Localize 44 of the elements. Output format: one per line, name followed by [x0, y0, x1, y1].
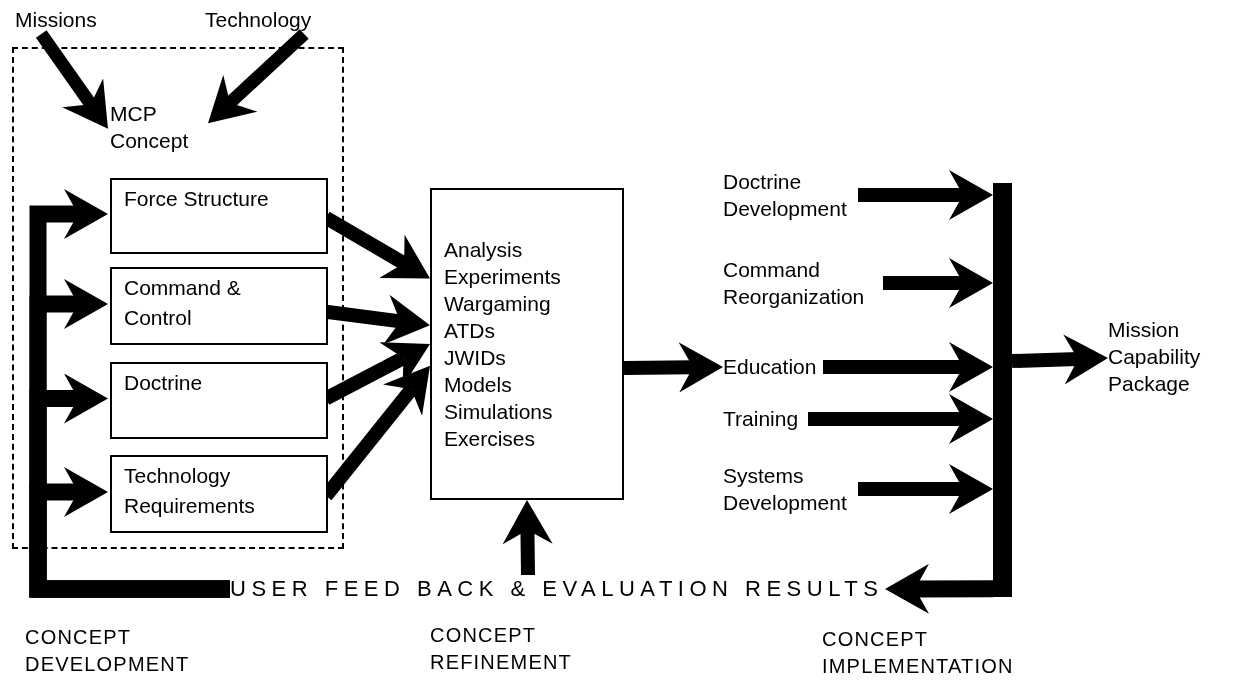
process-box — [110, 267, 328, 345]
flow-label: Technology — [205, 6, 365, 34]
arrow — [208, 29, 309, 124]
flow-label: Command Reorganization — [723, 256, 883, 310]
process-box — [110, 455, 328, 533]
method-item: Analysis — [444, 237, 524, 263]
dashed-group-box — [12, 47, 344, 549]
method-item: ATDs — [444, 318, 496, 344]
stage-label: CONCEPT IMPLEMENTATION — [822, 627, 1015, 679]
flow-label: Training — [723, 405, 808, 433]
box-label: Force Structure — [124, 186, 270, 212]
method-item: Simulations — [444, 399, 554, 425]
flow-label: Missions — [15, 6, 120, 34]
process-box — [110, 178, 328, 254]
flow-label: USER FEED BACK & EVALUATION RESULTS — [230, 575, 885, 603]
box-label: Technology Requirements — [124, 463, 256, 519]
stage-label: CONCEPT REFINEMENT — [430, 623, 573, 675]
arrow — [858, 464, 993, 514]
arrow — [885, 563, 994, 614]
process-box — [110, 362, 328, 439]
junction-bar — [993, 183, 1012, 597]
method-item: JWIDs — [444, 345, 507, 371]
stage-label: CONCEPT DEVELOPMENT — [25, 625, 191, 677]
box-label: Doctrine — [124, 370, 204, 396]
method-item: Exercises — [444, 426, 537, 452]
arrow — [502, 500, 553, 576]
flow-label: Education — [723, 353, 823, 381]
method-box — [430, 188, 624, 500]
method-item: Wargaming — [444, 291, 552, 317]
flow-label: MCP Concept — [110, 100, 210, 156]
arrow — [858, 170, 993, 220]
arrow — [623, 342, 723, 393]
arrow — [883, 258, 993, 308]
box-label: Command & Control — [124, 275, 242, 331]
arrow — [808, 394, 993, 444]
method-item: Experiments — [444, 264, 562, 290]
arrow — [823, 342, 993, 392]
arrow — [35, 30, 108, 129]
flow-label: Systems Development — [723, 462, 858, 516]
arrow — [1011, 334, 1108, 385]
flow-label: Doctrine Development — [723, 168, 858, 222]
flow-label: Mission Capability Package — [1108, 316, 1248, 400]
method-item: Models — [444, 372, 513, 398]
arrow — [29, 467, 230, 598]
